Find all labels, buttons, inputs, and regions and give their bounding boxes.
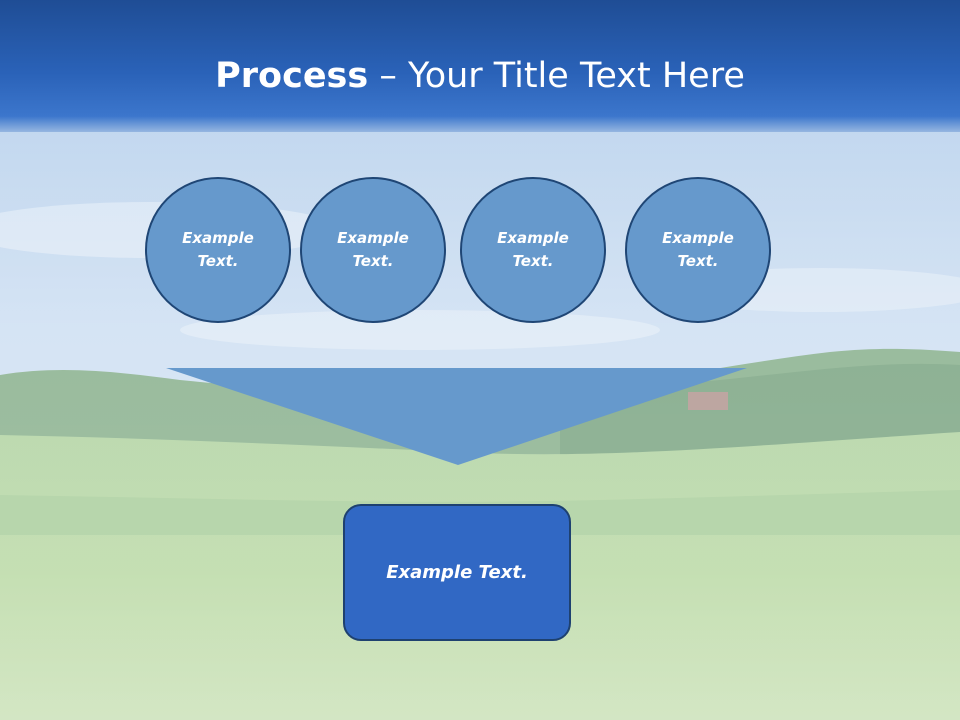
title-bold-part: Process	[215, 56, 369, 96]
slide-title: Process – Your Title Text Here	[0, 54, 960, 98]
process-step-label: Example Text.	[662, 229, 734, 270]
process-step-circle[interactable]: Example Text.	[460, 177, 606, 323]
process-step-label: Example Text.	[497, 229, 569, 270]
result-box[interactable]: Example Text.	[343, 504, 571, 641]
title-rest-part: – Your Title Text Here	[368, 56, 745, 96]
process-step-circle[interactable]: Example Text.	[625, 177, 771, 323]
result-label: Example Text.	[386, 562, 528, 583]
process-step-label: Example Text.	[182, 229, 254, 270]
process-step-circle[interactable]: Example Text.	[300, 177, 446, 323]
process-step-circle[interactable]: Example Text.	[145, 177, 291, 323]
title-banner	[0, 0, 960, 132]
process-step-label: Example Text.	[337, 229, 409, 270]
